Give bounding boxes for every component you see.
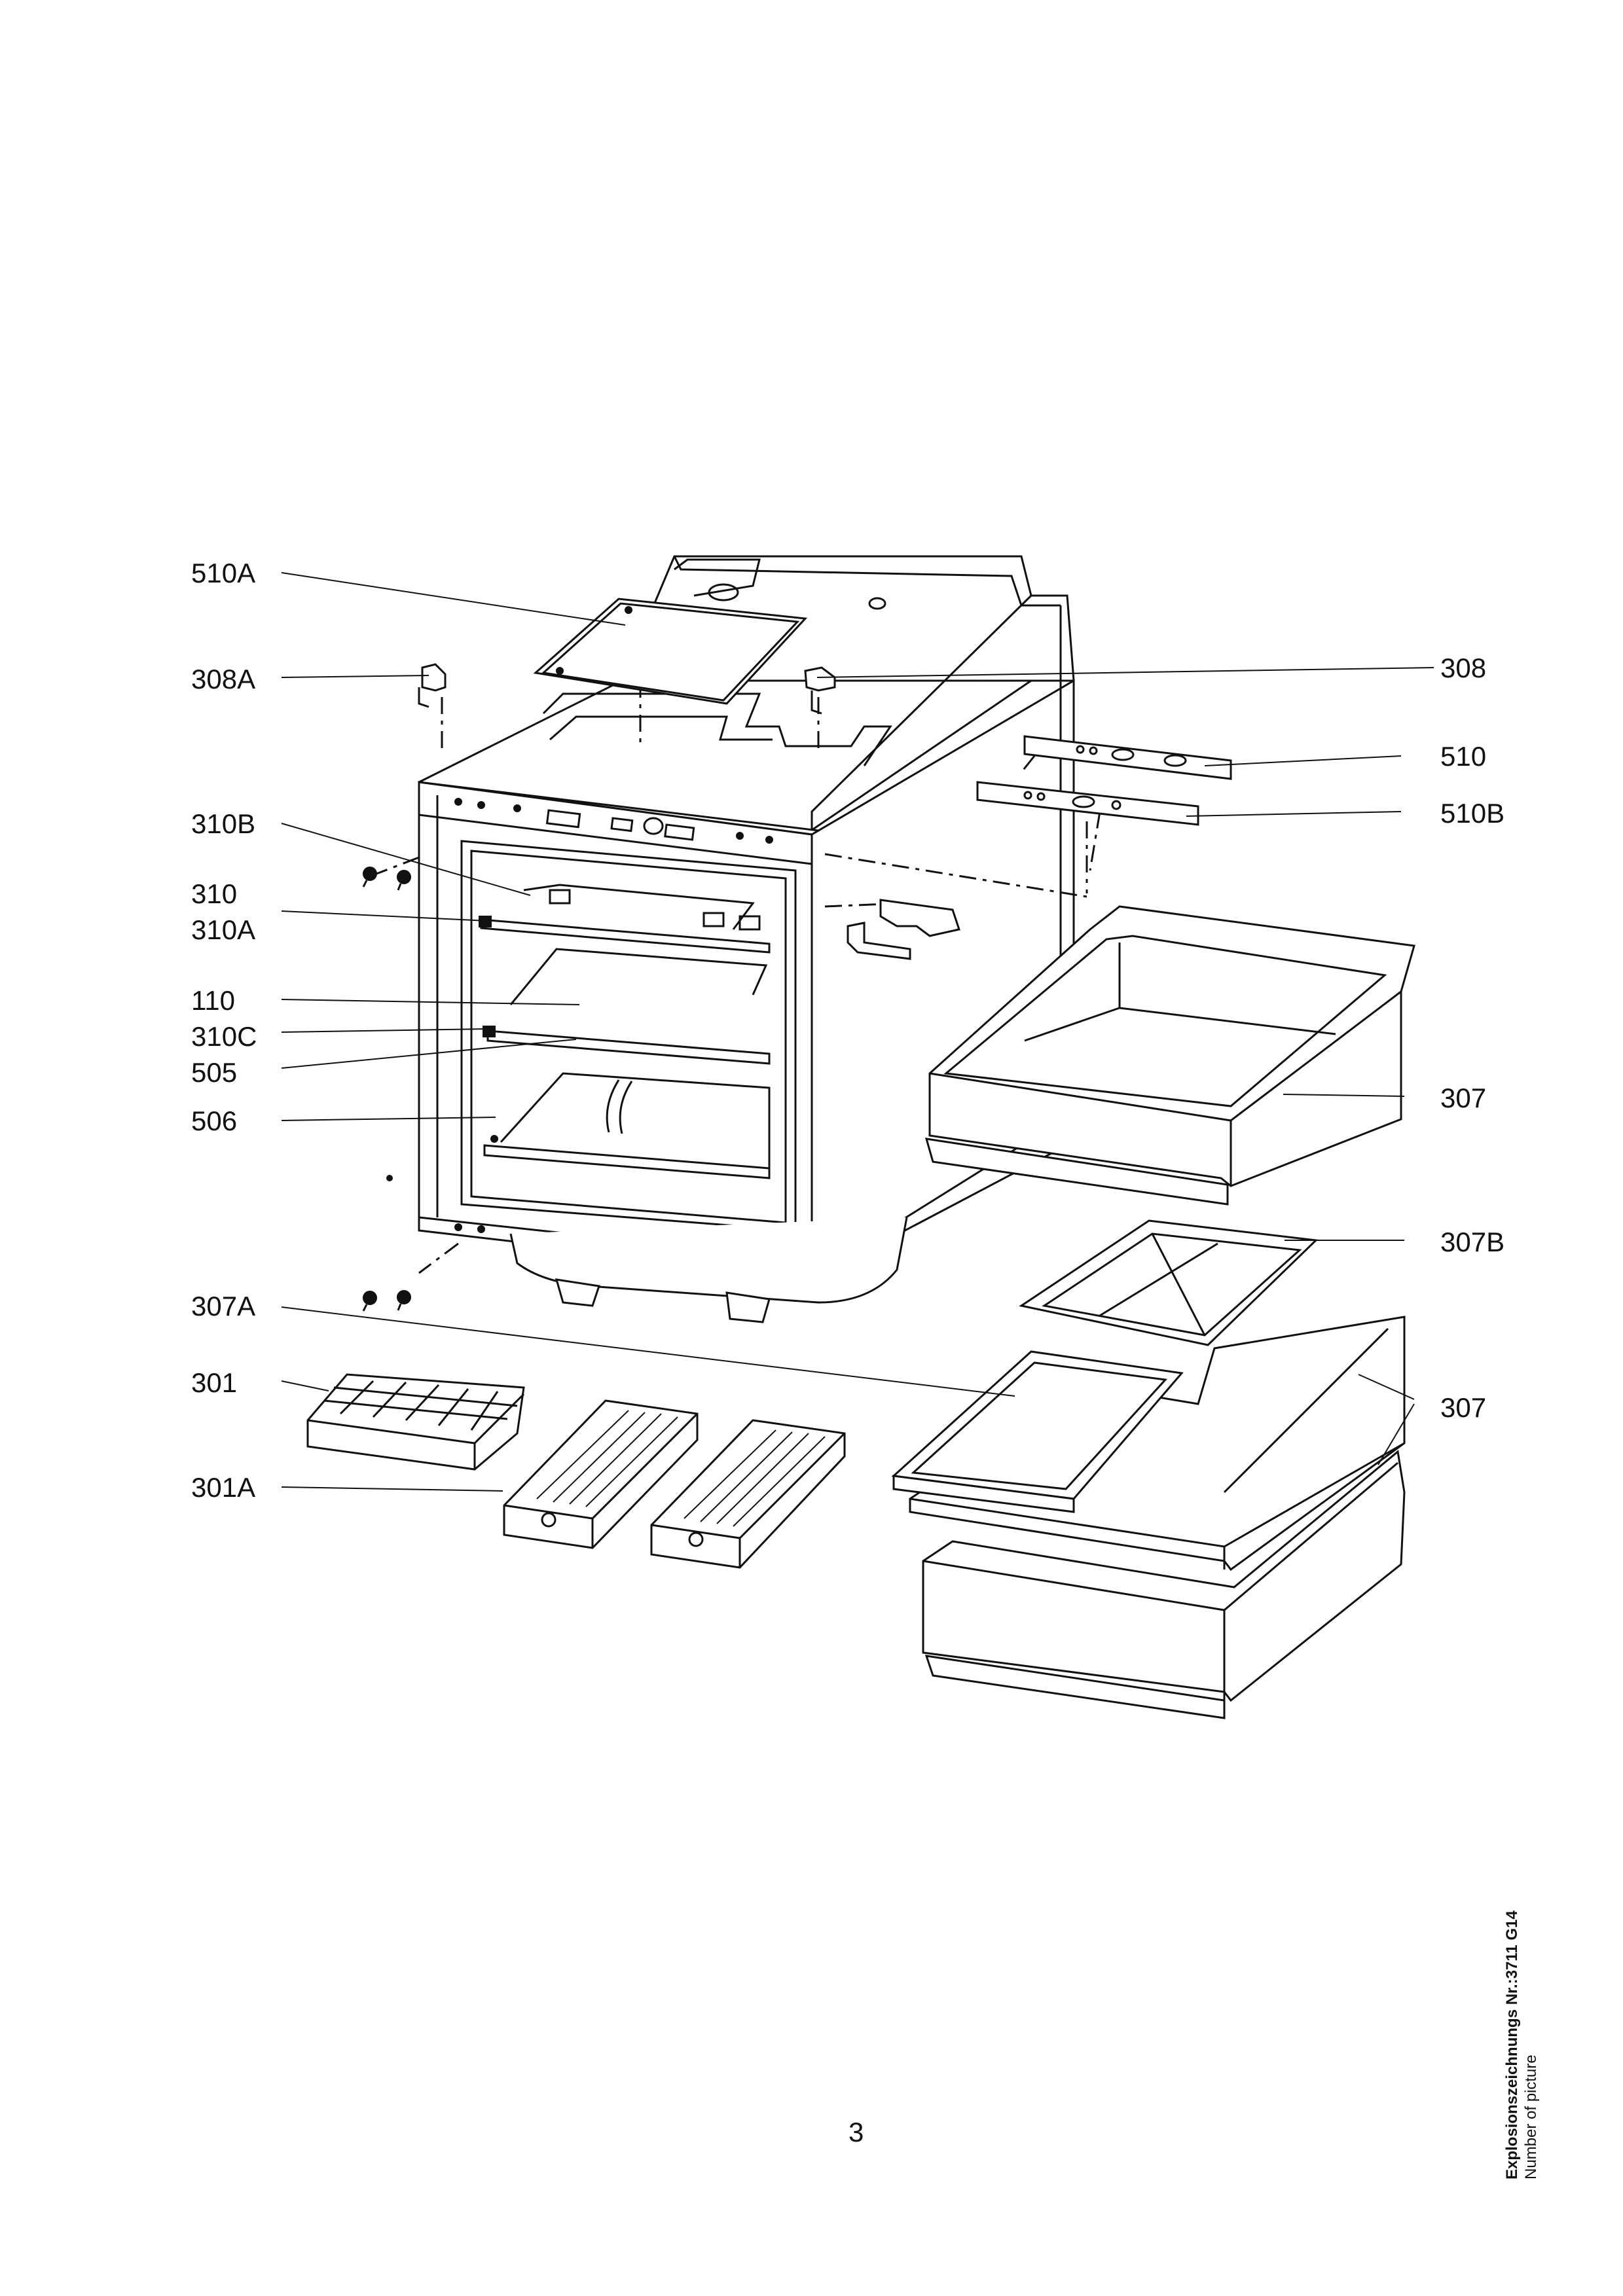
ice-tray-301 [306, 1373, 525, 1471]
label-301: 301 [191, 1367, 238, 1398]
rail-510 [1023, 735, 1232, 780]
assembly-lines [376, 681, 1101, 1274]
ice-grid-301A-right [650, 1419, 846, 1569]
bracket-308 [804, 666, 836, 715]
leader-lines [281, 572, 1434, 1492]
caption-line-2: Number of picture [1522, 2054, 1540, 2179]
hinge-clip [847, 899, 960, 960]
label-307A: 307A [191, 1291, 256, 1321]
label-110: 110 [191, 985, 235, 1016]
ice-grid-301A-left [503, 1399, 699, 1549]
caption-line-1: Explosionszeichnungs Nr.:3711 G14 [1503, 1910, 1521, 2179]
label-307-lower: 307 [1440, 1392, 1487, 1423]
page-number: 3 [848, 2117, 864, 2147]
tray-307A [891, 1350, 1184, 1513]
label-510A: 510A [191, 558, 256, 588]
label-301A: 301A [191, 1472, 256, 1503]
bracket-308A [418, 663, 447, 708]
label-510: 510 [1440, 741, 1487, 772]
shelf-110 [483, 948, 771, 1065]
rail-510B [976, 781, 1199, 826]
label-505: 505 [191, 1057, 238, 1088]
drawer-307-lower [922, 1450, 1406, 1719]
label-510B: 510B [1440, 798, 1505, 829]
side-caption: Explosionszeichnungs Nr.:3711 G14 Number… [1503, 1910, 1541, 2179]
label-310A: 310A [191, 914, 256, 945]
label-310: 310 [191, 878, 238, 909]
label-310C: 310C [191, 1021, 257, 1052]
label-307B: 307B [1440, 1227, 1505, 1257]
grid-307B [1019, 1219, 1319, 1346]
label-506: 506 [191, 1105, 238, 1136]
drawer-307-upper [924, 905, 1415, 1206]
label-308A: 308A [191, 664, 256, 694]
shelf-310 [479, 884, 771, 954]
lid-510A [533, 598, 808, 705]
label-310B: 310B [191, 808, 256, 839]
shelf-506 [483, 1072, 771, 1179]
screws [362, 867, 411, 1312]
label-308: 308 [1440, 653, 1487, 683]
label-307-upper: 307 [1440, 1083, 1487, 1113]
